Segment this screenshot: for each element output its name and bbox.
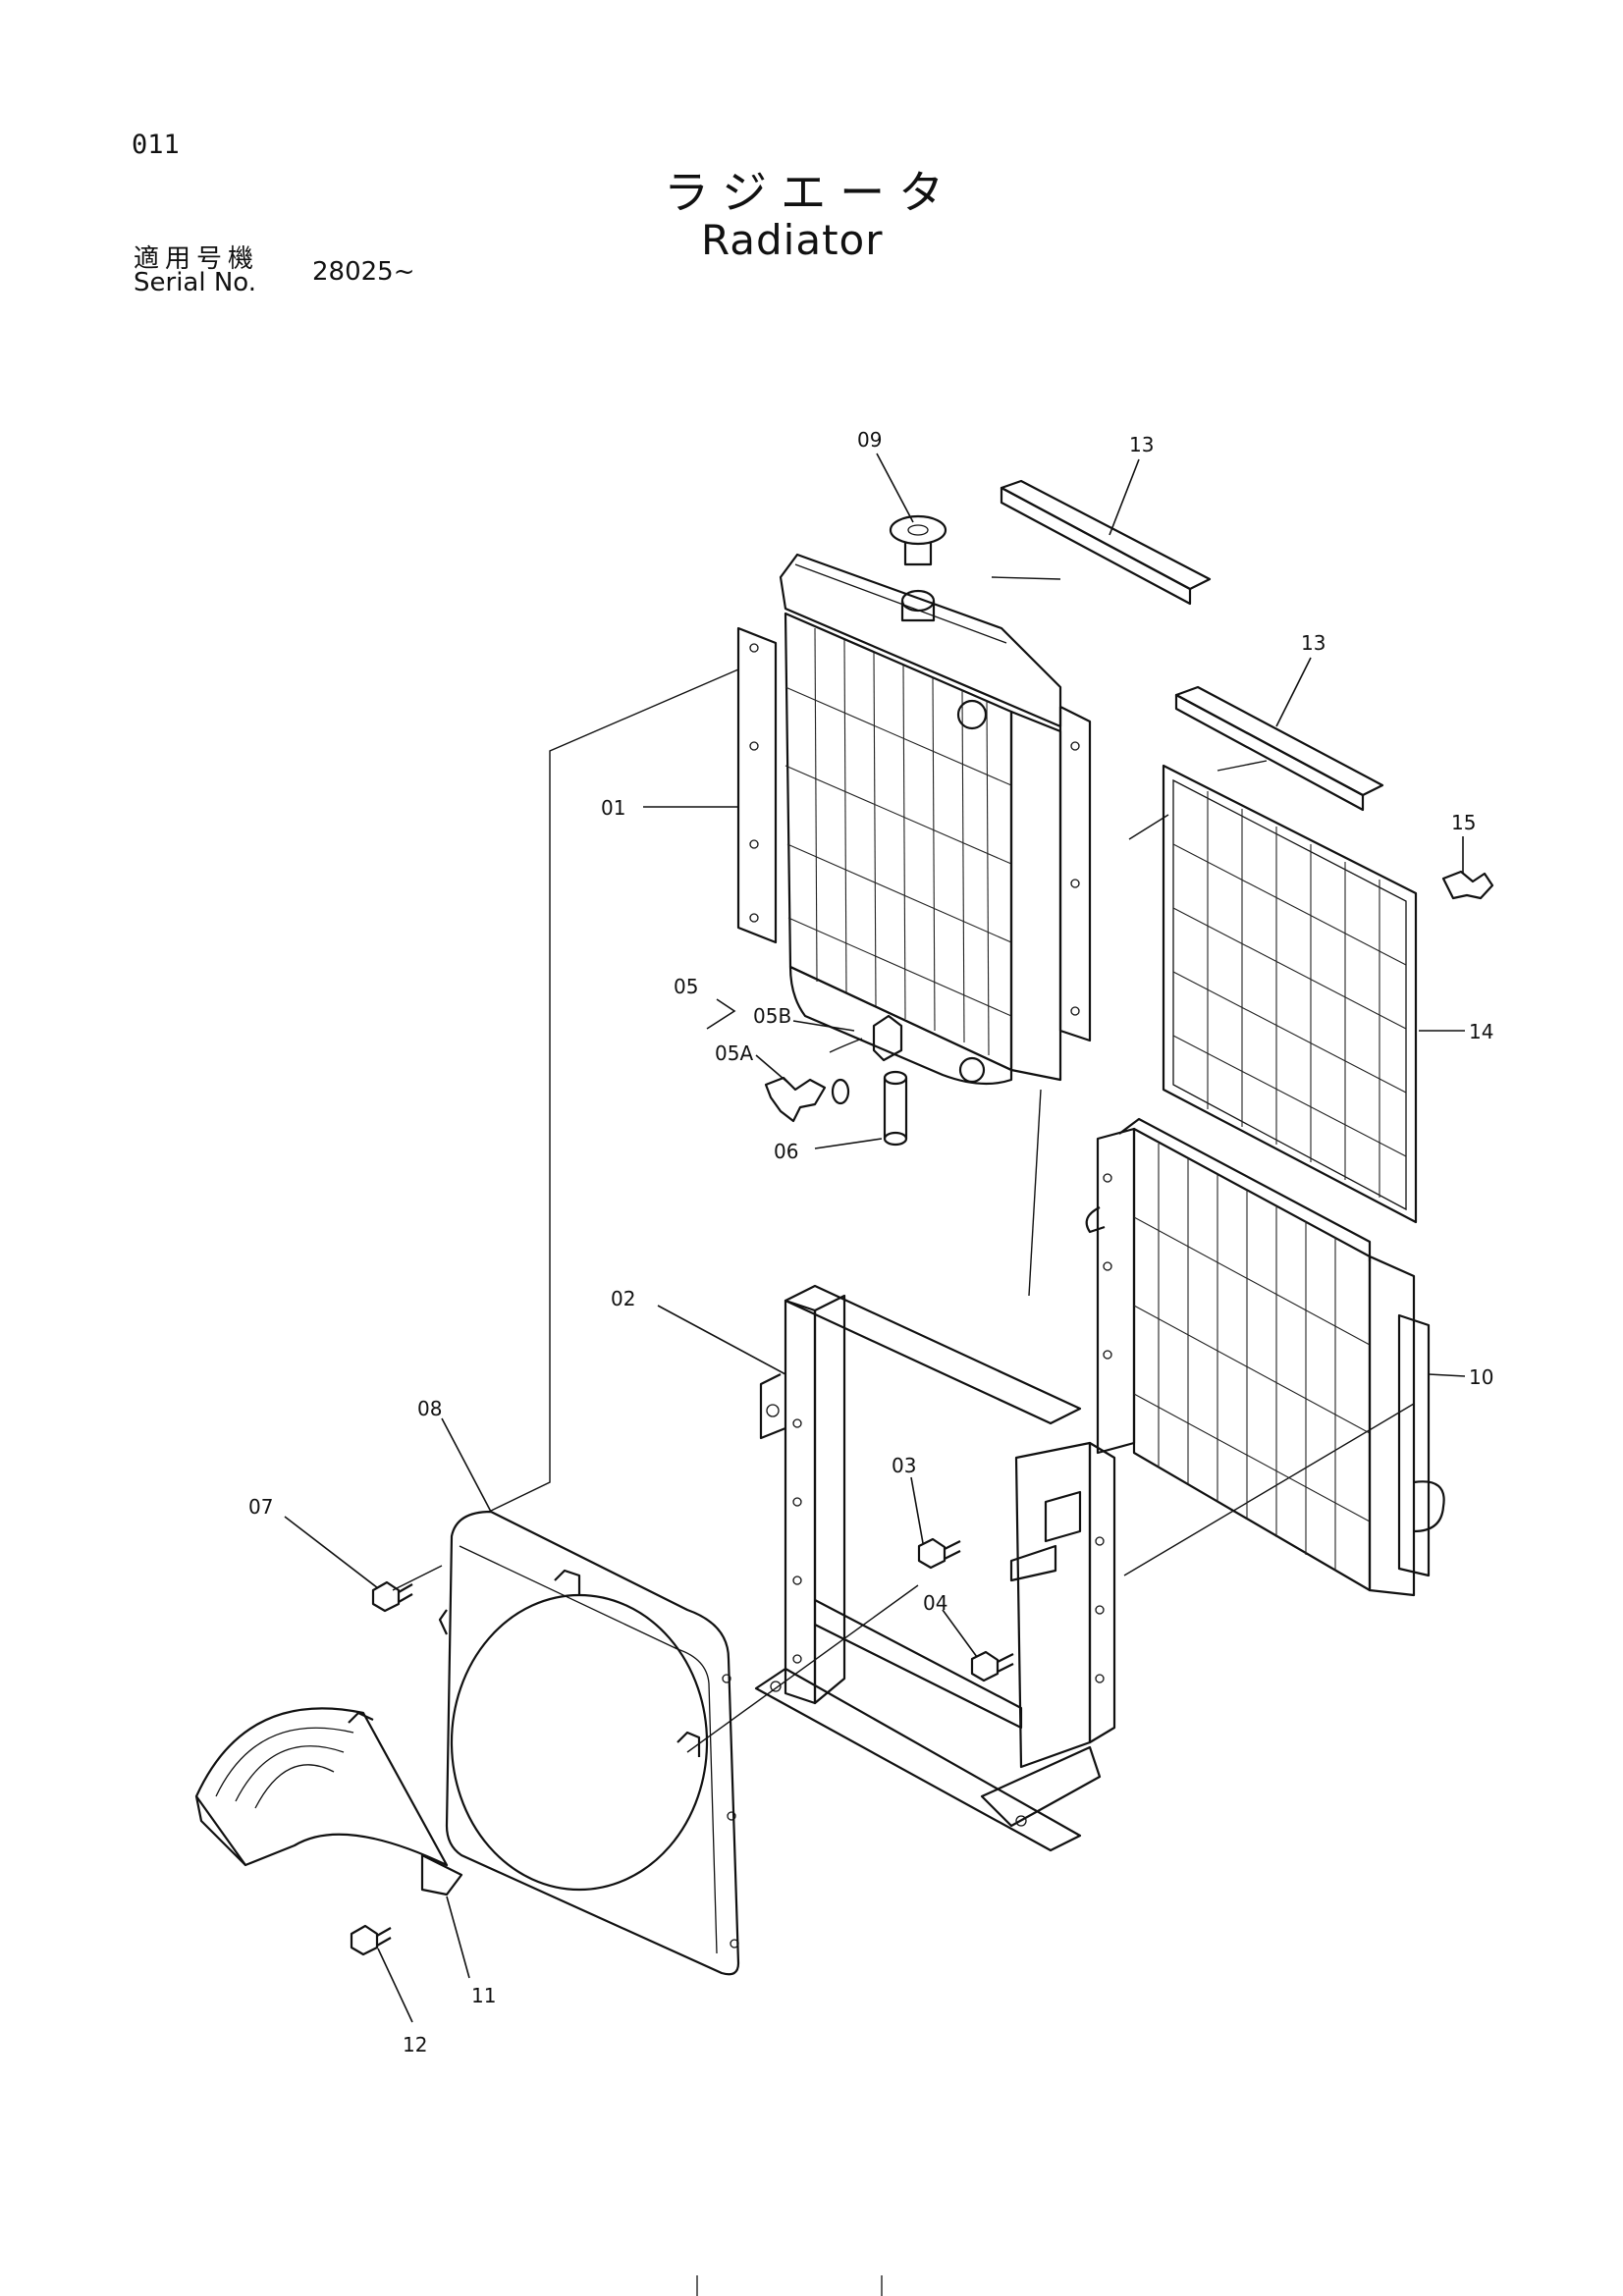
fan-guard [194,1707,463,1896]
wing-nut-15 [1441,870,1494,900]
callout-07: 07 [248,1495,273,1519]
callout-13-upper: 13 [1129,433,1154,456]
assembly-lines [392,576,1415,1753]
oil-cooler-fins [1133,1144,1371,1571]
fan-shroud [438,1510,740,1976]
seal-strip-lower [1174,685,1384,812]
oil-cooler [1085,1117,1445,1597]
callout-06: 06 [774,1140,798,1163]
drain-hose [883,1070,908,1147]
callout-03: 03 [892,1454,916,1477]
callout-05b: 05B [753,1004,791,1028]
bolt-10 [350,1924,392,1956]
drain-cock-ring [831,1078,850,1105]
radiator-core [736,553,1092,1086]
callout-08: 08 [417,1397,442,1420]
callout-02: 02 [611,1287,635,1310]
callout-12: 10 [1469,1365,1493,1389]
screen-grid [1172,791,1407,1198]
serial-label-japanese: 適用号機 [134,244,260,274]
callout-05: 05 [674,975,698,998]
title-english: Radiator [701,216,884,264]
radiator-cap [889,514,947,622]
callout-14: 14 [1469,1020,1493,1043]
callout-05a: 05A [715,1041,753,1065]
bolt-03 [917,1537,961,1570]
serial-label-english: Serial No. [134,268,256,297]
callout-10: 12 [403,2033,427,2056]
callout-15: 15 [1451,811,1476,834]
bolt-04 [970,1650,1014,1682]
radiator-fins [784,627,1012,1056]
title-japanese: ラジエータ [664,166,958,219]
wing-nut-05a [764,1076,827,1123]
bolt-07 [371,1580,413,1613]
radiator-support-frame [754,1284,1116,1852]
callout-09: 11 [471,1984,496,2007]
callout-13-lower: 13 [1301,631,1325,655]
callout-01: 01 [601,796,625,820]
callout-labels: 09 13 13 01 15 14 05 05B 05A 06 02 10 08… [248,428,1493,2056]
screen-mesh [1162,764,1418,1224]
drain-cock [829,1014,903,1062]
seal-strip-upper [1000,479,1212,606]
callout-04: 04 [923,1591,947,1615]
page-number: 011 [132,130,180,160]
callout-11: 09 [857,428,882,452]
serial-number-value: 28025~ [312,257,415,287]
leader-lines [284,453,1466,2023]
scan-margin-marks [696,2275,883,2296]
